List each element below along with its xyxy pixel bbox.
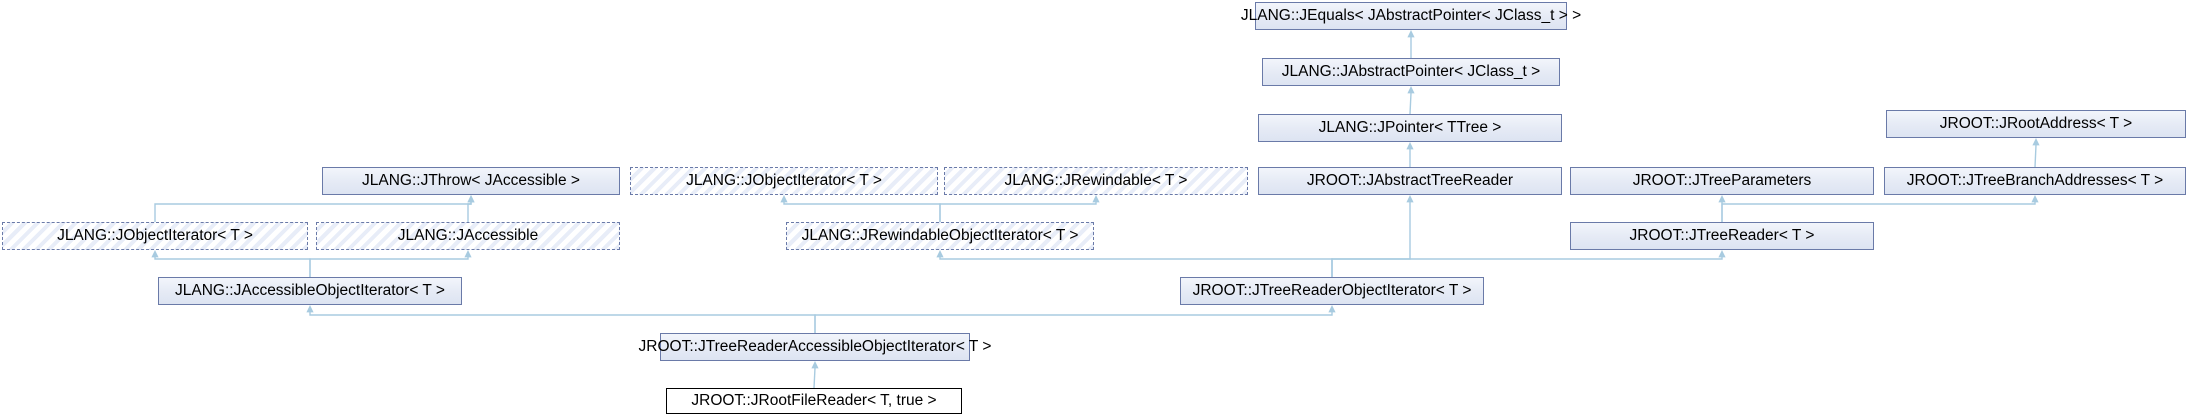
inheritance-edge — [1407, 86, 1415, 115]
inheritance-edge — [151, 250, 311, 277]
class-node-label: JROOT::JRootAddress< T > — [1939, 115, 2133, 133]
class-node-jtreebranchaddresses[interactable]: JROOT::JTreeBranchAddresses< T > — [1884, 167, 2186, 195]
class-node-jrewindableobjectiterator[interactable]: JLANG::JRewindableObjectIterator< T > — [786, 222, 1094, 250]
class-node-label: JROOT::JTreeReaderAccessibleObjectIterat… — [638, 338, 992, 356]
inheritance-edge — [1331, 195, 1414, 277]
inheritance-edge — [467, 195, 475, 222]
class-node-jaccessibleobjectiterator[interactable]: JLANG::JAccessibleObjectIterator< T > — [158, 277, 462, 305]
inheritance-edge — [780, 195, 941, 222]
inheritance-edge — [811, 361, 819, 389]
class-node-label: JLANG::JObjectIterator< T > — [57, 227, 253, 245]
class-node-jobjectiterator_t_top[interactable]: JLANG::JObjectIterator< T > — [630, 167, 938, 195]
inheritance-edge — [1721, 195, 2039, 222]
class-node-jabstractpointer[interactable]: JLANG::JAbstractPointer< JClass_t > — [1262, 58, 1560, 86]
class-node-label: JLANG::JEquals< JAbstractPointer< JClass… — [1240, 7, 1582, 25]
class-node-jtreereader[interactable]: JROOT::JTreeReader< T > — [1570, 222, 1874, 250]
class-node-jaccessible[interactable]: JLANG::JAccessible — [316, 222, 620, 250]
inheritance-edge — [306, 305, 816, 333]
inheritance-edge — [309, 250, 472, 277]
class-node-label: JROOT::JTreeReader< T > — [1629, 227, 1815, 245]
class-node-label: JLANG::JAccessibleObjectIterator< T > — [175, 282, 445, 300]
class-node-jabstracttreereader[interactable]: JROOT::JAbstractTreeReader — [1258, 167, 1562, 195]
class-node-label: JROOT::JRootFileReader< T, true > — [691, 392, 937, 410]
inheritance-edge — [814, 305, 1336, 333]
class-node-label: JROOT::JAbstractTreeReader — [1306, 172, 1514, 190]
class-node-label: JROOT::JTreeReaderObjectIterator< T > — [1192, 282, 1472, 300]
inheritance-edge — [2032, 138, 2040, 168]
class-node-label: JLANG::JAbstractPointer< JClass_t > — [1281, 63, 1541, 81]
inheritance-edge — [936, 250, 1333, 277]
class-node-jrewindable[interactable]: JLANG::JRewindable< T > — [944, 167, 1248, 195]
class-node-label: JLANG::JThrow< JAccessible > — [362, 172, 580, 190]
class-node-label: JROOT::JTreeBranchAddresses< T > — [1906, 172, 2164, 190]
class-node-label: JLANG::JObjectIterator< T > — [686, 172, 882, 190]
class-node-jthrow[interactable]: JLANG::JThrow< JAccessible > — [322, 167, 620, 195]
class-node-label: JLANG::JAccessible — [397, 227, 539, 245]
class-node-jrootaddress[interactable]: JROOT::JRootAddress< T > — [1886, 110, 2186, 138]
class-node-jrootfilereader[interactable]: JROOT::JRootFileReader< T, true > — [666, 388, 962, 414]
class-node-jpointer[interactable]: JLANG::JPointer< TTree > — [1258, 114, 1562, 142]
class-node-label: JLANG::JRewindableObjectIterator< T > — [801, 227, 1079, 245]
class-node-label: JLANG::JPointer< TTree > — [1318, 119, 1502, 137]
inheritance-edge — [154, 195, 475, 222]
inheritance-edge — [939, 195, 1100, 222]
class-node-jobjectiterator_t_left[interactable]: JLANG::JObjectIterator< T > — [2, 222, 308, 250]
class-node-jtreereaderobjectiterator[interactable]: JROOT::JTreeReaderObjectIterator< T > — [1180, 277, 1484, 305]
class-node-jtreeparameters[interactable]: JROOT::JTreeParameters — [1570, 167, 1874, 195]
inheritance-edge — [1331, 250, 1726, 277]
class-node-label: JLANG::JRewindable< T > — [1004, 172, 1188, 190]
class-node-jtreereaderaccessibleobjectiterator[interactable]: JROOT::JTreeReaderAccessibleObjectIterat… — [639, 333, 991, 361]
class-node-jequals[interactable]: JLANG::JEquals< JAbstractPointer< JClass… — [1241, 2, 1581, 30]
class-node-label: JROOT::JTreeParameters — [1632, 172, 1812, 190]
